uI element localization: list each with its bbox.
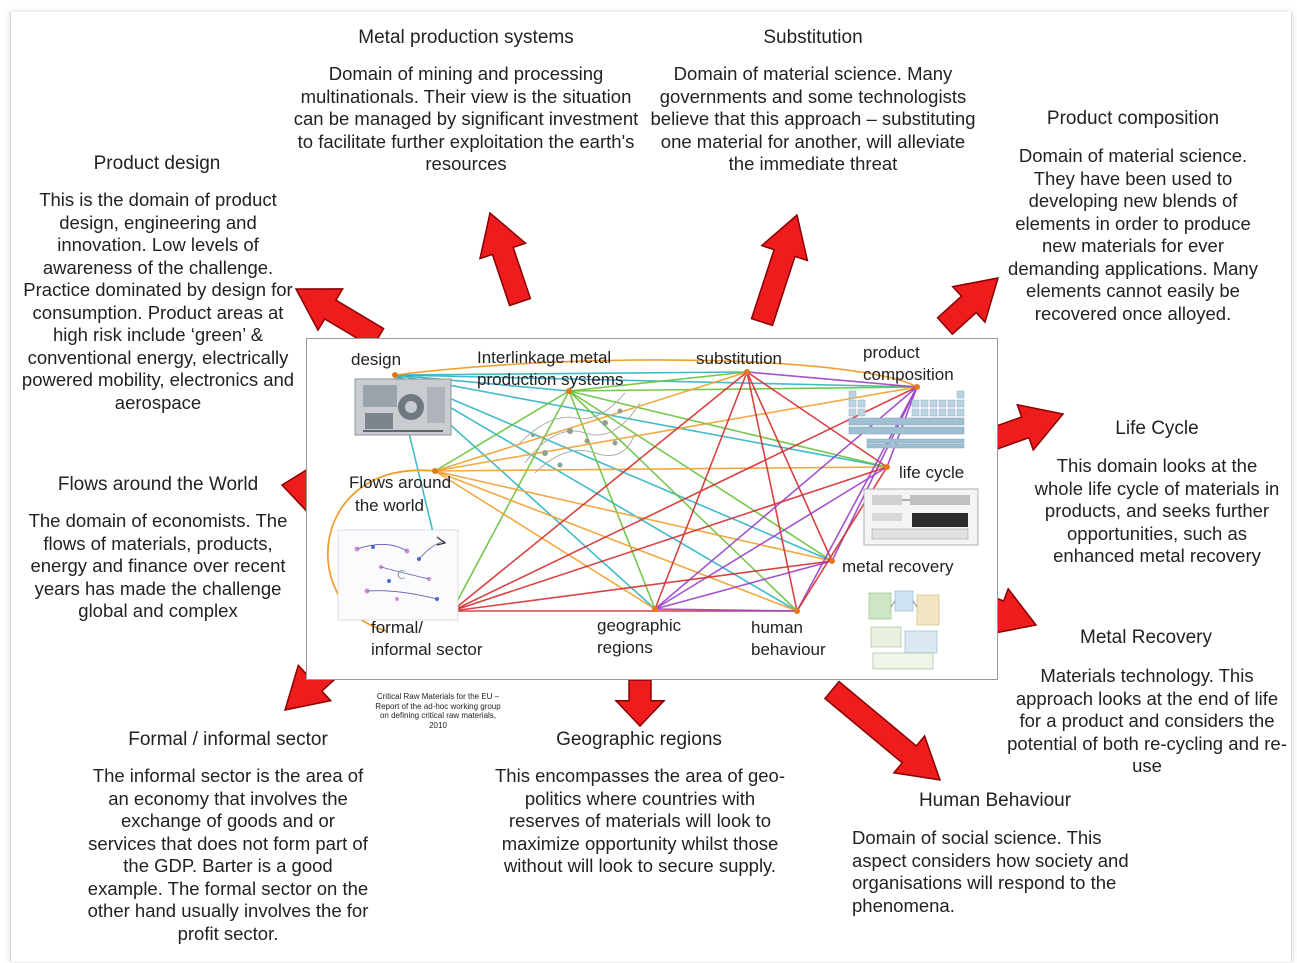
node-dot-interlink bbox=[566, 388, 572, 394]
edge-prodcomp-formal bbox=[451, 386, 918, 612]
node-label-human-line1: human bbox=[751, 618, 803, 637]
node-label-geographic-line2: regions bbox=[597, 638, 653, 657]
life-cycle-description: This domain looks at the whole life cycl… bbox=[1034, 455, 1280, 566]
node-label-product-composition-line2: composition bbox=[863, 365, 954, 384]
edge-subst-formal bbox=[451, 371, 748, 612]
life-cycle-title: Life Cycle bbox=[1115, 418, 1199, 439]
formal-informal-title: Formal / informal sector bbox=[128, 729, 328, 750]
node-dot-recovery bbox=[829, 558, 835, 564]
source-citation: Critical Raw Materials for the EU – Repo… bbox=[375, 692, 501, 730]
edge-geo-human bbox=[654, 608, 798, 612]
product-design-description: This is the domain of product design, en… bbox=[21, 189, 295, 413]
node-dot-geo bbox=[652, 606, 658, 612]
human-behaviour-description: Domain of social science. This aspect co… bbox=[852, 827, 1129, 916]
geographic-description: This encompasses the area of geo-politic… bbox=[495, 765, 785, 876]
node-label-geographic-line1: geographic bbox=[597, 616, 682, 635]
edge-interlink-human bbox=[568, 390, 798, 612]
edge-lifecycle-formal bbox=[451, 466, 888, 612]
periodic-table-thumbnail bbox=[848, 390, 965, 449]
node-dot-design bbox=[392, 372, 398, 378]
node-label-design: design bbox=[351, 350, 402, 369]
edge-flows-recovery bbox=[434, 470, 833, 562]
node-label-flows-line2: the world bbox=[355, 496, 424, 515]
svg-text:C: C bbox=[397, 568, 405, 582]
edge-design-recovery bbox=[394, 374, 833, 562]
edge-interlink-lifecycle bbox=[568, 390, 888, 468]
node-dot-lifecycle bbox=[884, 464, 890, 470]
node-dot-prodcomp bbox=[914, 384, 920, 390]
interlinkage-network-figure: C design Interlinkage metal production s… bbox=[306, 338, 998, 680]
geographic-title: Geographic regions bbox=[556, 729, 722, 750]
node-dot-human bbox=[794, 608, 800, 614]
edge-interlink-geo bbox=[568, 390, 656, 610]
world-flows-thumbnail: C bbox=[337, 529, 459, 621]
slide-frame bbox=[10, 12, 1292, 962]
node-label-interlinkage-line2: production systems bbox=[477, 370, 624, 389]
product-design-title: Product design bbox=[93, 153, 221, 174]
node-label-substitution: substitution bbox=[696, 349, 782, 368]
product-composition-title: Product composition bbox=[1046, 108, 1220, 129]
arrow-to-substitution bbox=[750, 213, 809, 327]
edge-interlink-recovery bbox=[568, 390, 833, 562]
node-dot-subst bbox=[744, 369, 750, 375]
edge-interlink-prodcomp bbox=[568, 386, 918, 392]
production-systems-thumbnail bbox=[519, 392, 641, 474]
edge-flows-lifecycle bbox=[434, 466, 888, 472]
node-label-flows-line1: Flows around bbox=[349, 473, 452, 492]
node-label-formal-line1: formal/ bbox=[371, 618, 423, 637]
edge-flows-geo bbox=[434, 470, 656, 610]
edge-design-prodcomp-curve bbox=[394, 359, 918, 388]
arrow-to-product-composition bbox=[936, 277, 1000, 336]
metal-recovery-description: Materials technology. This approach look… bbox=[1007, 665, 1287, 776]
node-label-interlinkage-line1: Interlinkage metal bbox=[477, 348, 612, 367]
metal-recovery-title: Metal Recovery bbox=[1080, 627, 1212, 648]
edge-design-human bbox=[394, 374, 798, 612]
human-behaviour-title: Human Behaviour bbox=[918, 790, 1072, 811]
edge-design-lifecycle bbox=[394, 374, 888, 468]
edge-recovery-geo bbox=[654, 560, 833, 610]
arrow-to-metal-production bbox=[478, 211, 532, 307]
formal-informal-description: The informal sector is the area of an ec… bbox=[87, 765, 369, 944]
arrow-to-geographic bbox=[614, 679, 666, 728]
edge-interlink-subst bbox=[568, 371, 748, 392]
edge-interlink-flows bbox=[434, 390, 570, 472]
edge-flows-subst bbox=[434, 371, 748, 472]
node-label-formal-line2: informal sector bbox=[371, 640, 483, 659]
substitution-description: Domain of material science. Many governm… bbox=[650, 63, 976, 174]
node-label-metal-recovery: metal recovery bbox=[842, 557, 954, 576]
node-label-human-line2: behaviour bbox=[751, 640, 826, 659]
node-label-product-composition-line1: product bbox=[863, 343, 920, 362]
edge-subst-human bbox=[746, 371, 798, 612]
edge-subst-lifecycle bbox=[746, 371, 888, 468]
edge-recovery-formal bbox=[451, 560, 833, 612]
metal-production-title: Metal production systems bbox=[358, 27, 574, 48]
substitution-title: Substitution bbox=[763, 27, 863, 48]
flows-description: The domain of economists. The flows of m… bbox=[28, 510, 288, 621]
node-dot-flows bbox=[432, 468, 438, 474]
edge-design-interlink bbox=[394, 374, 570, 392]
product-composition-description: Domain of material science. They have be… bbox=[1008, 145, 1258, 324]
edge-subst-recovery bbox=[746, 371, 833, 562]
metal-recovery-thumbnail bbox=[868, 590, 940, 670]
edge-subst-prodcomp bbox=[746, 371, 918, 388]
node-label-life-cycle: life cycle bbox=[899, 463, 965, 482]
edge-lifecycle-geo bbox=[654, 466, 888, 610]
edge-design-subst bbox=[394, 371, 748, 376]
arrow-to-human-behaviour bbox=[823, 680, 942, 781]
flows-title: Flows around the World bbox=[57, 474, 259, 495]
life-cycle-diagram-thumbnail bbox=[863, 488, 979, 546]
metal-production-description: Domain of mining and processing multinat… bbox=[293, 63, 639, 174]
circuit-board-thumbnail bbox=[354, 378, 452, 436]
